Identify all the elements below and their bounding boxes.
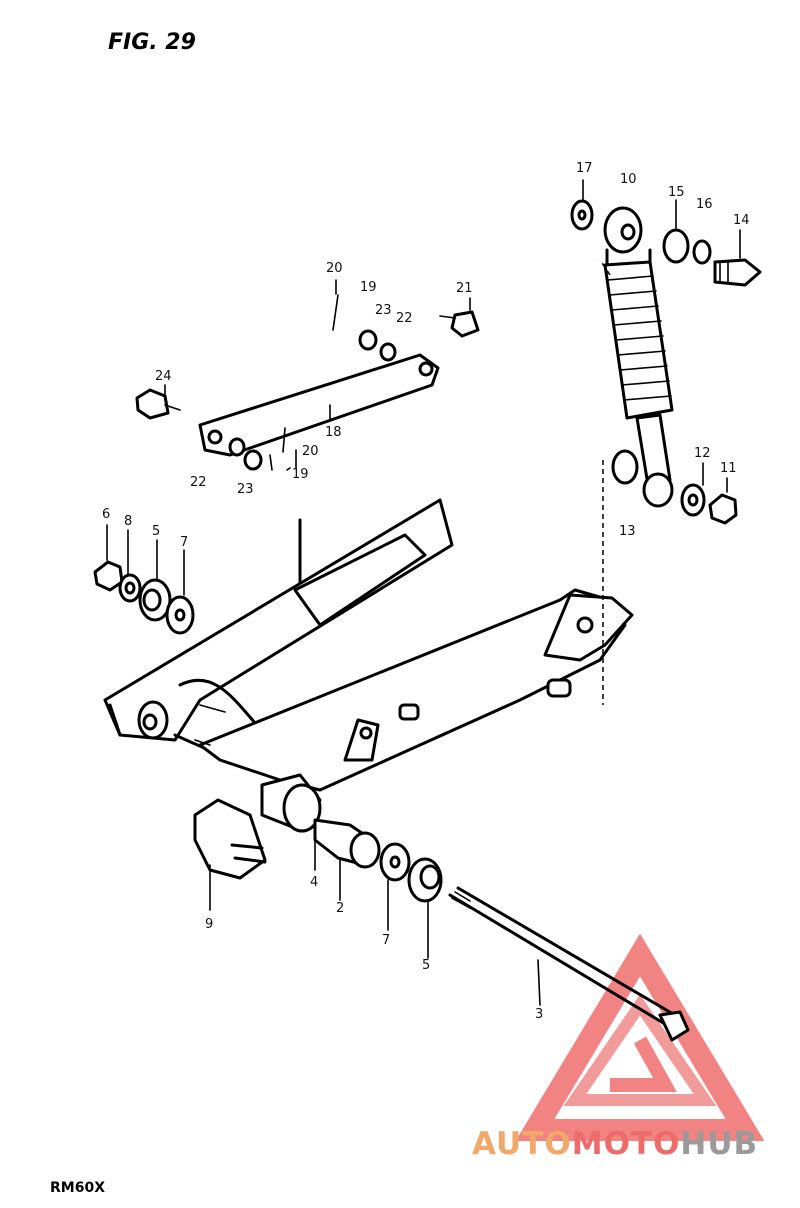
leader-lines [106, 179, 741, 1006]
watermark-moto: MOTO [572, 1126, 681, 1162]
left-pivot-stack [93, 560, 195, 635]
part-label-8: 8 [124, 514, 132, 529]
part-label-5b: 5 [422, 958, 430, 973]
part-label-9: 9 [205, 917, 213, 932]
part-label-17: 17 [576, 161, 593, 176]
part-label-14: 14 [733, 213, 750, 228]
watermark-text: AUTOMOTOHUB [472, 1126, 758, 1162]
part-label-7a: 7 [180, 535, 188, 550]
part-label-2: 2 [336, 901, 344, 916]
part-label-22a: 22 [396, 311, 413, 326]
part-label-16: 16 [696, 197, 713, 212]
part-label-18: 18 [325, 425, 342, 440]
part-label-4: 4 [310, 875, 318, 890]
part-labels: 17 10 15 16 14 12 11 13 20 21 19 23 22 2… [102, 161, 750, 1022]
part-label-7b: 7 [382, 933, 390, 948]
swing-arm [103, 498, 634, 792]
watermark-triangle-outer [515, 933, 765, 1141]
part-label-23a: 23 [375, 303, 392, 318]
part-label-19a: 19 [360, 280, 377, 295]
watermark-auto: AUTO [472, 1126, 572, 1162]
torque-link [135, 294, 480, 471]
chain-buffer [193, 798, 267, 880]
part-label-20a: 20 [326, 261, 343, 276]
part-label-21: 21 [456, 281, 473, 296]
shock-hardware [570, 199, 762, 525]
part-label-20b: 20 [302, 444, 319, 459]
watermark-logo [515, 933, 765, 1141]
figure-label: FIG. 29 [108, 30, 196, 55]
part-label-24: 24 [155, 369, 172, 384]
watermark-g-mark [610, 1036, 677, 1092]
part-label-10: 10 [620, 172, 637, 187]
part-label-12: 12 [694, 446, 711, 461]
part-label-11: 11 [720, 461, 737, 476]
part-label-6: 6 [102, 507, 110, 522]
shock-absorber [603, 206, 674, 508]
part-label-3: 3 [535, 1007, 543, 1022]
watermark-hub: HUB [680, 1126, 758, 1162]
part-label-15: 15 [668, 185, 685, 200]
pivot-parts [260, 773, 690, 1042]
part-label-13: 13 [619, 524, 636, 539]
part-label-23b: 23 [237, 482, 254, 497]
model-code: RM60X [50, 1180, 105, 1196]
part-label-19b: 19 [292, 467, 309, 482]
part-label-22b: 22 [190, 475, 207, 490]
part-label-5a: 5 [152, 524, 160, 539]
